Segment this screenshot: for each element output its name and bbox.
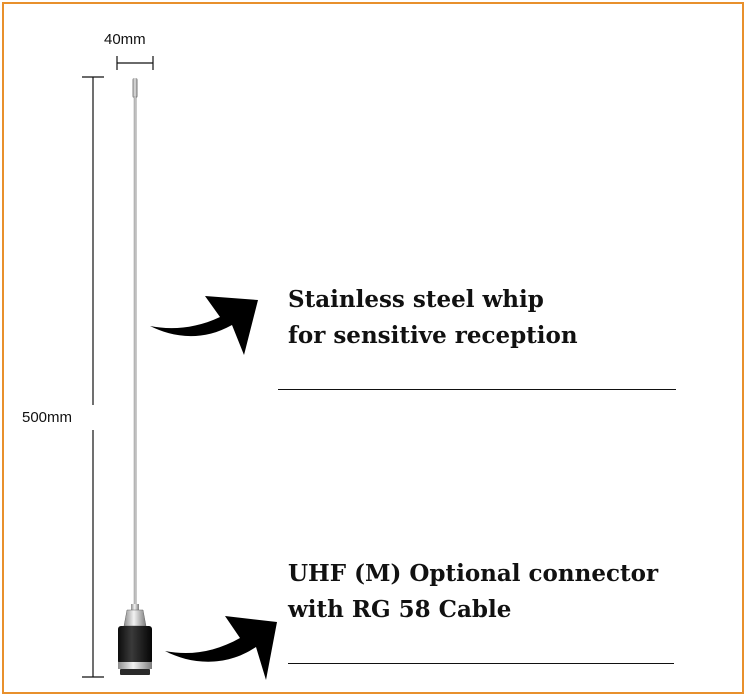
connector-callout-rule [288, 663, 674, 664]
whip-callout-line1: Stainless steel whip [288, 286, 544, 313]
product-image-frame [2, 2, 744, 694]
width-dimension-label: 40mm [104, 31, 146, 48]
antenna-base-connector [118, 604, 152, 675]
height-dimension-marker [82, 76, 104, 678]
whip-callout-line2: for sensitive reception [288, 322, 578, 349]
curved-arrow-icon [165, 616, 277, 680]
antenna-whip [132, 78, 138, 606]
whip-callout: Stainless steel whip for sensitive recep… [288, 282, 578, 354]
whip-callout-rule [278, 389, 676, 390]
curved-arrow-icon [150, 296, 258, 355]
connector-callout-line2: with RG 58 Cable [288, 596, 512, 623]
connector-callout: UHF (M) Optional connector with RG 58 Ca… [288, 556, 658, 628]
width-dimension-marker [116, 56, 154, 70]
height-dimension-label: 500mm [22, 409, 73, 426]
connector-callout-line1: UHF (M) Optional connector [288, 560, 659, 587]
